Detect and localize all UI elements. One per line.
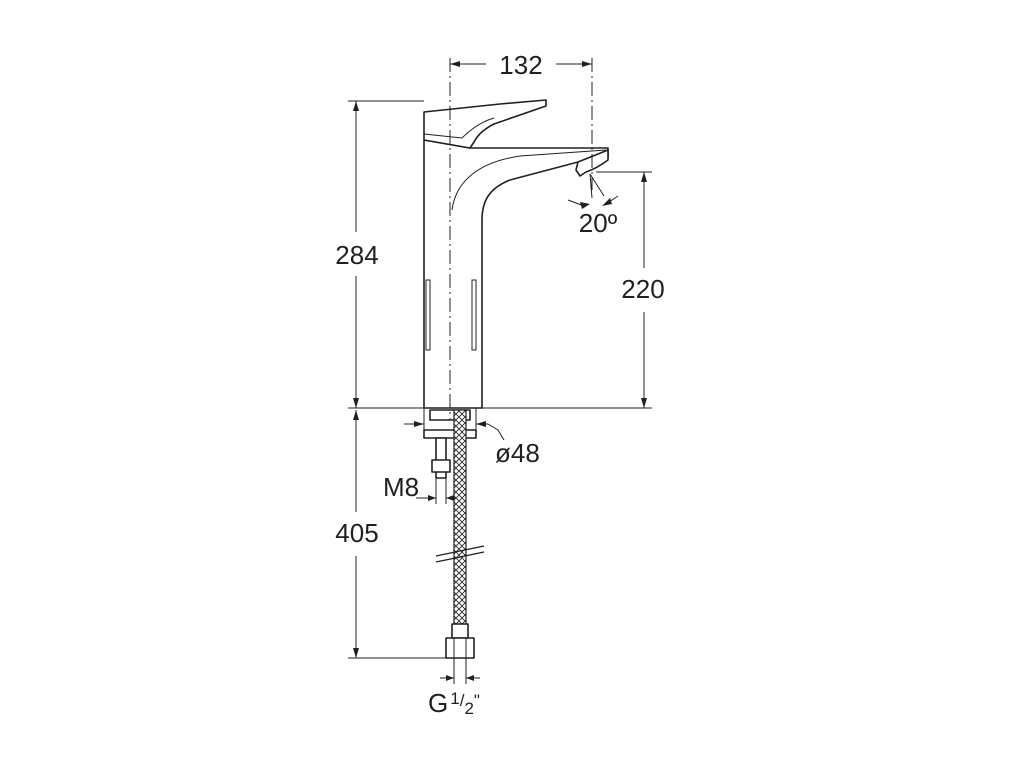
dim-height-284: 284 bbox=[335, 100, 424, 409]
dim-width-132: 132 bbox=[450, 50, 592, 80]
connector-nut bbox=[445, 637, 475, 659]
dim-label-m8: M8 bbox=[383, 472, 419, 502]
threaded-rod bbox=[435, 437, 447, 479]
dim-label-284: 284 bbox=[335, 240, 378, 270]
break-mark-1 bbox=[435, 545, 485, 557]
flex-hose bbox=[453, 409, 467, 637]
base-washer bbox=[423, 429, 477, 439]
break-mark-2 bbox=[435, 551, 485, 563]
rod-nut bbox=[431, 459, 451, 473]
dim-diameter-48: ø48 bbox=[404, 408, 540, 468]
slot-left bbox=[425, 279, 431, 351]
hose-ferrule bbox=[451, 623, 469, 639]
lever-detail bbox=[423, 117, 495, 139]
dim-height-220: 220 bbox=[482, 171, 665, 409]
base-fittings bbox=[423, 409, 485, 659]
dim-label-220: 220 bbox=[621, 274, 664, 304]
dim-label-d48: ø48 bbox=[495, 438, 540, 468]
dim-label-132: 132 bbox=[499, 50, 542, 80]
faucet-column bbox=[423, 139, 609, 409]
dim-label-20deg: 20º bbox=[579, 208, 618, 238]
spout-curve bbox=[451, 149, 607, 211]
faucet-body bbox=[423, 99, 609, 409]
slot-right bbox=[471, 279, 477, 351]
dim-length-405: 405 bbox=[335, 410, 446, 659]
dim-thread-m8: M8 bbox=[383, 472, 456, 504]
dim-angle-20: 20º bbox=[567, 173, 619, 238]
dim-label-405: 405 bbox=[335, 518, 378, 548]
lever-handle bbox=[423, 99, 547, 149]
